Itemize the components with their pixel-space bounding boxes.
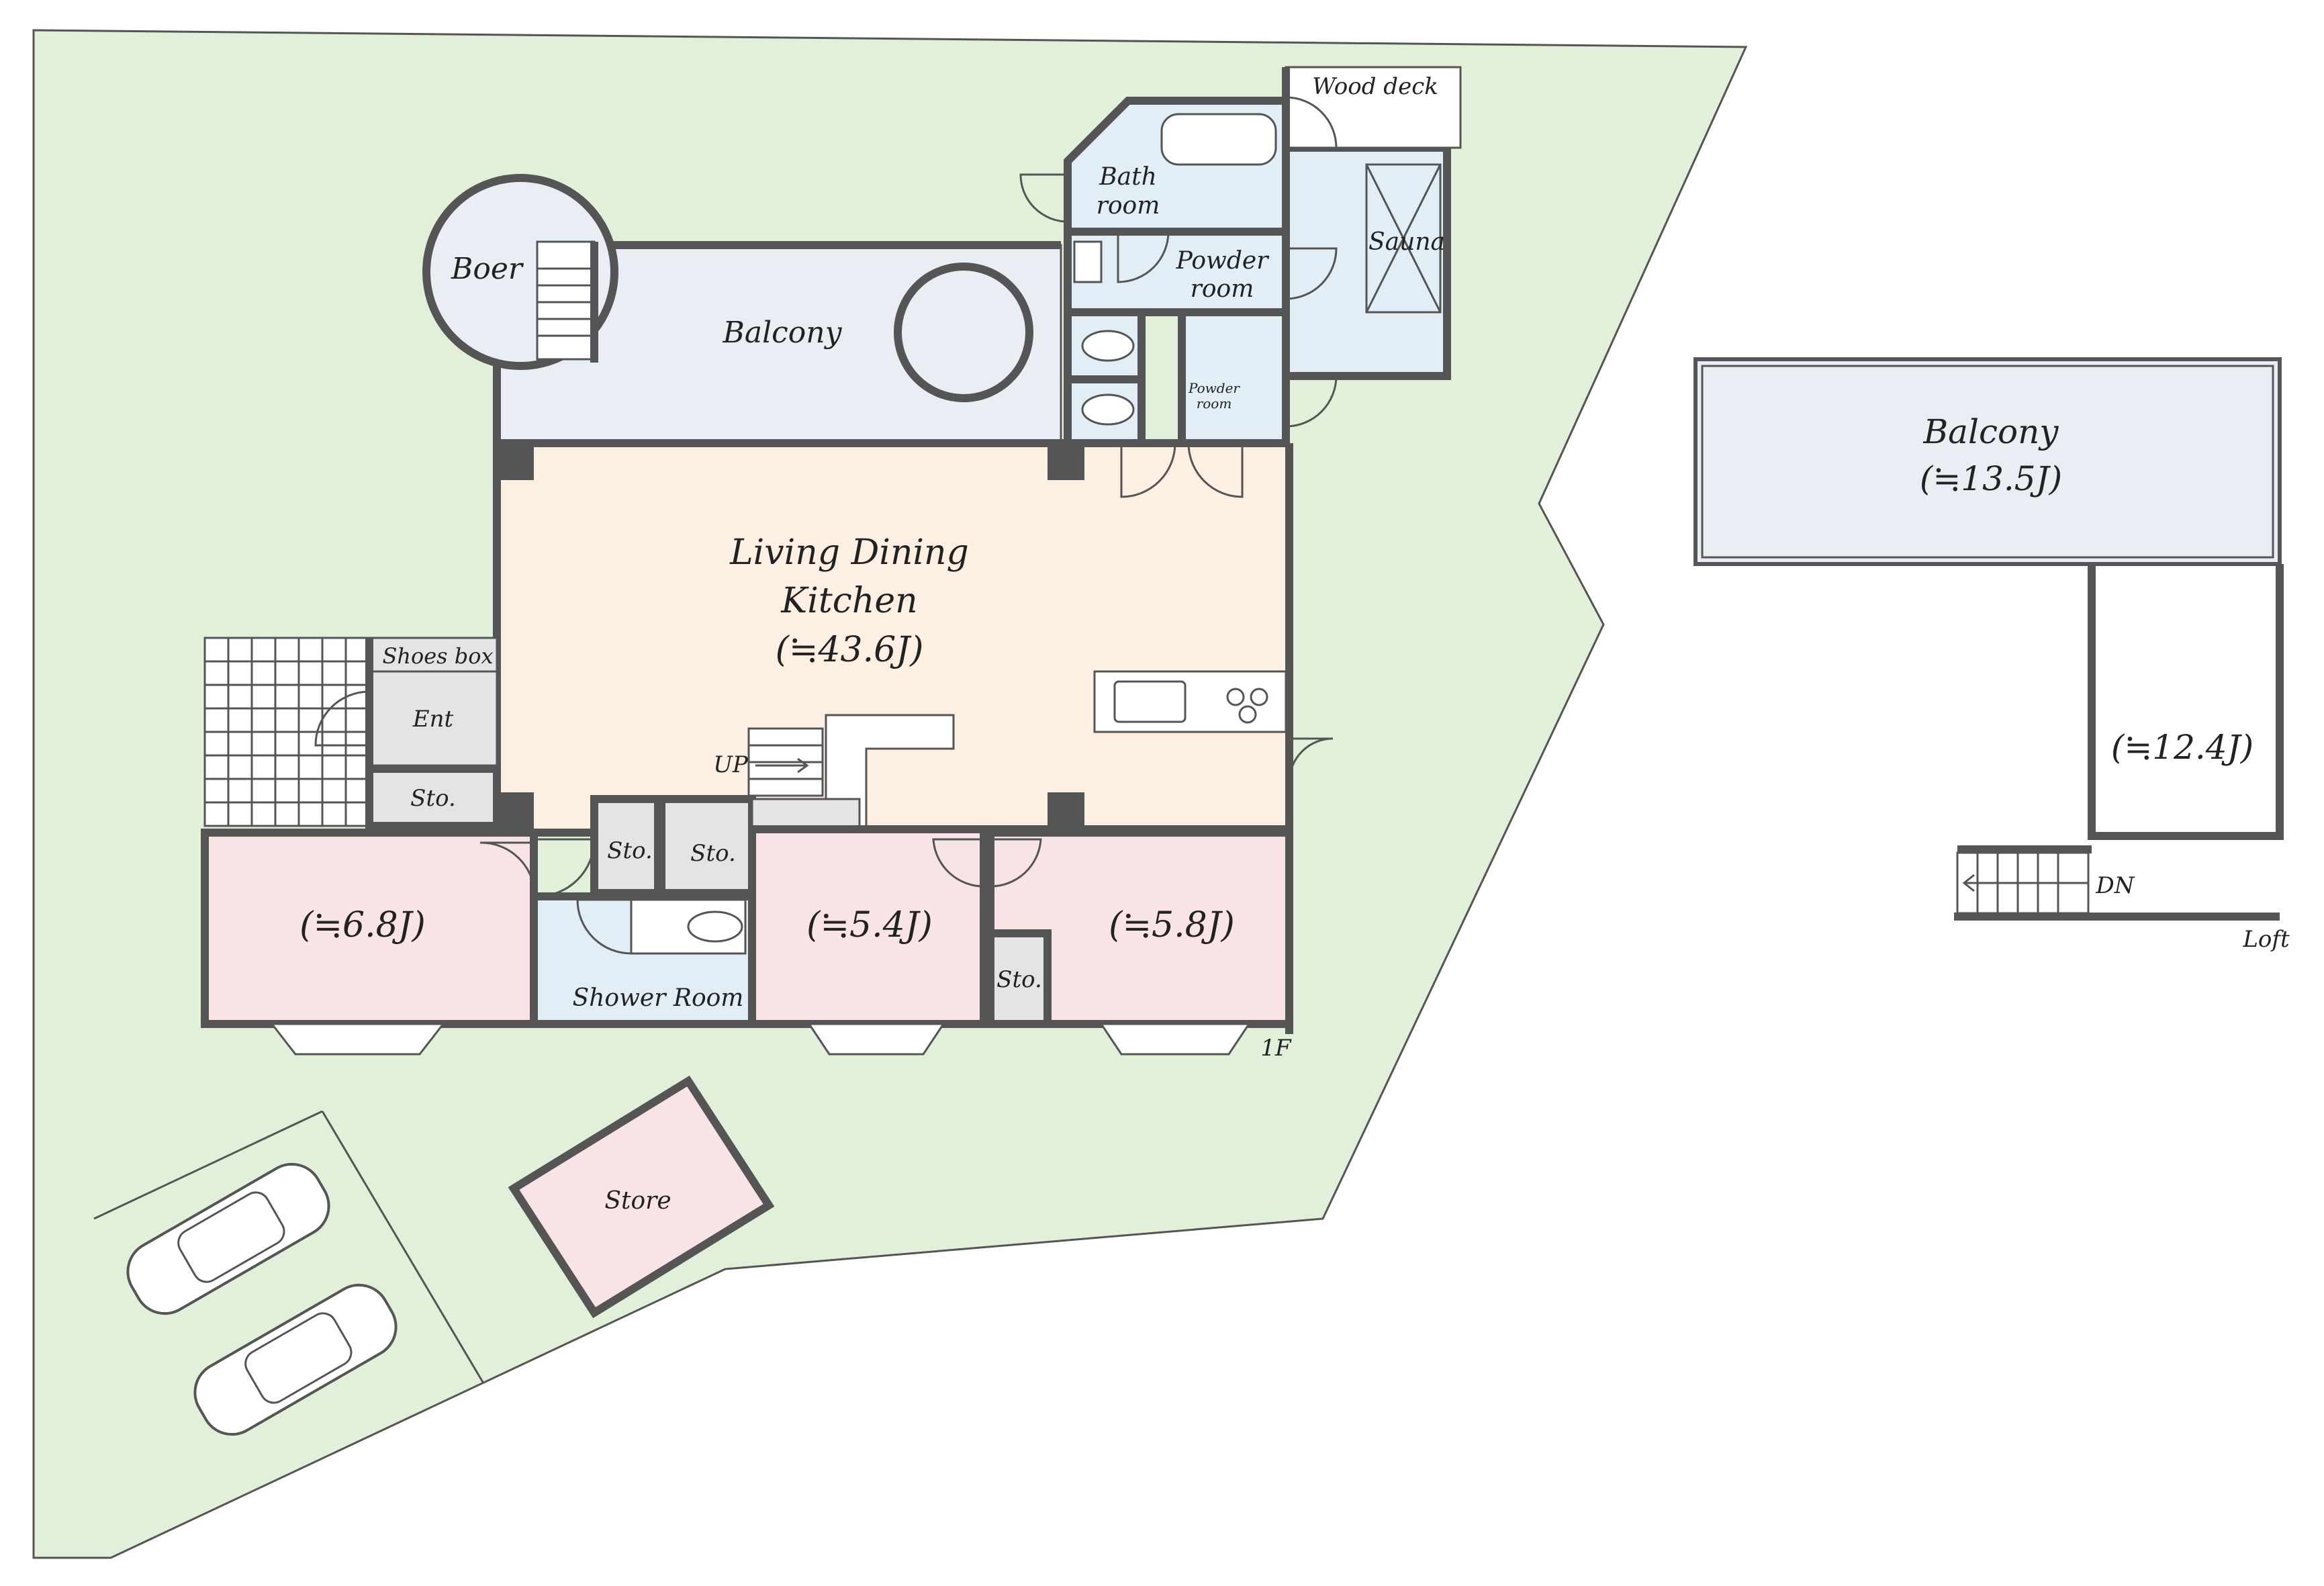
powder-door <box>1117 231 1170 283</box>
balcony-label: Balcony <box>723 316 843 350</box>
ldk-label-2: Kitchen <box>780 581 917 621</box>
boer-stairs <box>536 240 596 361</box>
loft-balcony <box>1693 357 2282 566</box>
kitchen-sink <box>1113 680 1187 723</box>
loft-wall <box>2088 564 2284 840</box>
hall-storage-1-label: Sto. <box>607 837 653 864</box>
boer-label: Boer <box>451 252 524 286</box>
ldk-label-1: Living Dining <box>729 532 969 573</box>
bath-door <box>1019 173 1068 223</box>
bedroom-3-storage-label: Sto. <box>996 966 1042 993</box>
wood-deck-door <box>1285 96 1338 149</box>
ldk-door-1 <box>1120 442 1176 498</box>
hall-storage-top <box>751 798 861 831</box>
car-icon-2 <box>193 1283 398 1436</box>
car-icon <box>126 1162 330 1315</box>
shower-room-door <box>576 898 632 955</box>
pillar-1 <box>497 443 534 480</box>
staircase-up-treads <box>749 744 823 780</box>
pillar-2 <box>1048 443 1084 480</box>
bathtub <box>1160 113 1277 166</box>
entrance-tile-grid <box>205 638 369 826</box>
stairs-dn-label: DN <box>2095 872 2135 899</box>
powder-sink <box>1073 240 1103 283</box>
entrance-door <box>314 690 370 747</box>
stove-burner <box>1226 688 1245 706</box>
powder-room-2-label-2: room <box>1197 395 1232 412</box>
bedroom-2-door <box>932 838 984 888</box>
powder-room-2-label-1: Powder <box>1188 380 1240 396</box>
ldk-door-2 <box>1187 442 1244 498</box>
shoes-box-label: Shoes box <box>382 643 493 669</box>
loft-balcony-label: Balcony <box>1922 412 2059 451</box>
parking-boundary <box>93 1110 323 1220</box>
sauna-label: Sauna <box>1368 228 1445 256</box>
up-arrowhead <box>797 757 809 774</box>
pillar-3 <box>497 792 534 829</box>
powder-room-label-2: room <box>1191 275 1254 303</box>
store-label: Store <box>604 1187 671 1215</box>
shower-room-label: Shower Room <box>573 984 744 1012</box>
loft-label: Loft <box>2242 926 2290 953</box>
toilet-bowl-2 <box>1081 393 1135 426</box>
ldk-door-3 <box>1288 737 1334 783</box>
powder-room-label-1: Powder <box>1176 247 1270 275</box>
bath-label-2: room <box>1097 192 1160 220</box>
sauna-bench-x2 <box>1365 164 1442 313</box>
loft-room-size: (≒12.4J) <box>2111 728 2253 767</box>
entrance-label: Ent <box>412 706 454 733</box>
bedroom-3-bay-window <box>1099 1023 1251 1056</box>
loft-balcony-size: (≒13.5J) <box>1920 459 2062 498</box>
bedroom-3-storage <box>986 929 1052 1028</box>
boer-stair-treads <box>537 267 594 337</box>
bath-label-1: Bath <box>1099 163 1157 191</box>
toilet-bowl <box>1081 330 1135 362</box>
sauna-door <box>1285 247 1338 300</box>
entry-storage-label: Sto. <box>410 785 456 812</box>
stairs-up-label: UP <box>713 751 749 778</box>
ldk-room <box>497 443 1289 826</box>
loft-balcony-rail <box>1701 365 2274 559</box>
shower-room-toilet <box>687 911 743 943</box>
ldk-size: (≒43.6J) <box>776 630 924 670</box>
dn-arrowhead <box>1962 874 1975 892</box>
bedroom-3-size: (≒5.8J) <box>1109 905 1235 945</box>
bedroom-1-bay-window <box>269 1023 446 1056</box>
bedroom-1-size: (≒6.8J) <box>299 905 426 945</box>
balcony-round-planter <box>894 263 1033 402</box>
bedroom-2-size: (≒5.4J) <box>806 905 933 945</box>
hall-storage-2-label: Sto. <box>690 840 736 867</box>
powder-room-2 <box>1178 308 1290 447</box>
stove-burner-2 <box>1250 688 1268 706</box>
pillar-4 <box>1048 792 1084 829</box>
entry-storage <box>365 765 501 830</box>
floor-1f-label: 1F <box>1260 1035 1292 1062</box>
store-shed <box>508 1075 775 1319</box>
bedroom-2 <box>748 825 988 1028</box>
sauna-bench <box>1365 163 1442 314</box>
bedroom-1-door <box>479 841 535 887</box>
bedroom-2-bay-window <box>807 1023 945 1056</box>
bedroom-3-door <box>990 838 1042 888</box>
sauna-door-2 <box>1285 375 1338 428</box>
wood-deck-label: Wood deck <box>1312 73 1438 100</box>
stove-burner-3 <box>1238 705 1257 724</box>
parking-boundary-2 <box>321 1111 485 1384</box>
